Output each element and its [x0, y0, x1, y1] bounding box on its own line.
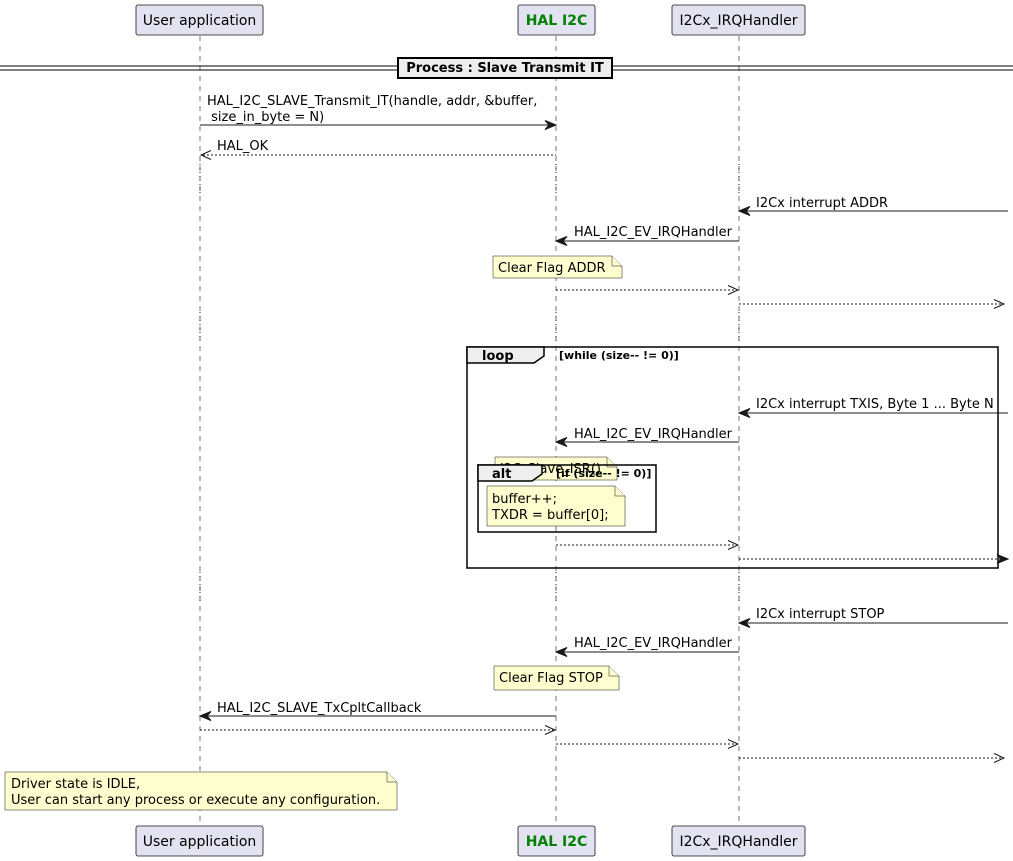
arrowhead [554, 437, 568, 447]
participant-user-application-top: User application [135, 4, 264, 36]
arrowhead [554, 647, 568, 657]
participant-hal-i2c-bottom: HAL I2C [517, 825, 596, 857]
loop-fragment: loop [while (size-- != 0)] [466, 346, 999, 569]
alt-guard: [if (size-- != 0)] [556, 467, 651, 480]
return-irq-to-external-3 [739, 753, 1006, 763]
message-irq-stop: I2Cx interrupt STOP [737, 607, 1008, 628]
participant-label: User application [143, 834, 257, 850]
participant-label: I2Cx_IRQHandler [679, 834, 797, 850]
note-text-line2: TXDR = buffer[0]; [491, 508, 609, 523]
note-clear-flag-addr: Clear Flag ADDR [492, 255, 623, 279]
message-hal-ok: HAL_OK [199, 139, 556, 160]
note-text-line1: Driver state is IDLE, [11, 777, 140, 792]
message-irq-txis: I2Cx interrupt TXIS, Byte 1 ... Byte N [737, 397, 1008, 418]
arrowhead [737, 618, 751, 628]
delay-gap [199, 572, 740, 604]
message-ev-irq-handler-2: HAL_I2C_EV_IRQHandler [554, 427, 739, 447]
message-label: I2Cx interrupt STOP [756, 607, 885, 622]
message-transmit-it: HAL_I2C_SLAVE_Transmit_IT(handle, addr, … [200, 94, 558, 130]
note-driver-idle: Driver state is IDLE, User can start any… [4, 771, 398, 811]
return-irq-to-external-2 [739, 554, 1010, 564]
process-divider: Process : Slave Transmit IT [0, 57, 1013, 79]
return-irq-to-external-1 [739, 299, 1006, 309]
delay-gap [199, 312, 740, 344]
message-label: HAL_OK [217, 139, 269, 154]
open-arrowhead [727, 285, 740, 295]
participant-label: I2Cx_IRQHandler [679, 13, 797, 29]
message-label: HAL_I2C_EV_IRQHandler [574, 427, 733, 442]
note-text-line1: buffer++; [492, 492, 557, 507]
message-irq-addr: I2Cx interrupt ADDR [737, 196, 1008, 216]
delay-gap [199, 164, 740, 195]
note-text: Clear Flag STOP [499, 671, 603, 686]
open-arrowhead [993, 299, 1006, 309]
message-ev-irq-handler-3: HAL_I2C_EV_IRQHandler [554, 636, 739, 657]
message-label-line2: size_in_byte = N) [207, 110, 324, 125]
message-label: HAL_I2C_EV_IRQHandler [574, 225, 733, 240]
note-text-line2: User can start any process or execute an… [11, 793, 380, 808]
open-arrowhead [727, 739, 740, 749]
divider-label: Process : Slave Transmit IT [406, 61, 604, 76]
participant-irq-handler-bottom: I2Cx_IRQHandler [671, 825, 806, 857]
open-arrowhead [199, 150, 212, 160]
participant-label: HAL I2C [526, 834, 588, 850]
note-buffer-txdr: buffer++; TXDR = buffer[0]; [486, 485, 626, 527]
alt-fragment: alt [if (size-- != 0)] [477, 464, 657, 533]
open-arrowhead [993, 753, 1006, 763]
participant-label: HAL I2C [526, 13, 588, 29]
participant-hal-i2c-top: HAL I2C [517, 4, 596, 36]
return-user-to-hal [200, 725, 557, 735]
arrowhead [737, 408, 751, 418]
participant-label: User application [143, 13, 257, 29]
note-text: Clear Flag ADDR [498, 261, 606, 276]
message-ev-irq-handler-1: HAL_I2C_EV_IRQHandler [554, 225, 739, 246]
arrowhead [996, 554, 1010, 564]
return-hal-to-irq-2 [556, 540, 740, 550]
participant-irq-handler-top: I2Cx_IRQHandler [671, 4, 806, 36]
message-label: I2Cx interrupt TXIS, Byte 1 ... Byte N [756, 397, 994, 412]
message-label: HAL_I2C_SLAVE_TxCpltCallback [217, 701, 422, 716]
return-hal-to-irq-3 [556, 739, 740, 749]
arrowhead [198, 711, 212, 721]
loop-keyword: loop [482, 349, 514, 364]
alt-keyword: alt [492, 467, 511, 482]
participant-user-application-bottom: User application [135, 825, 264, 857]
note-clear-flag-stop: Clear Flag STOP [493, 665, 620, 691]
return-hal-to-irq-1 [556, 285, 740, 295]
open-arrowhead [544, 725, 557, 735]
message-label: HAL_I2C_EV_IRQHandler [574, 636, 733, 651]
arrowhead [544, 120, 558, 130]
message-tx-cplt-callback: HAL_I2C_SLAVE_TxCpltCallback [198, 701, 556, 721]
open-arrowhead [727, 540, 740, 550]
message-label: I2Cx interrupt ADDR [756, 196, 888, 211]
arrowhead [737, 206, 751, 216]
message-label-line1: HAL_I2C_SLAVE_Transmit_IT(handle, addr, … [207, 94, 537, 109]
loop-guard: [while (size-- != 0)] [559, 349, 679, 362]
arrowhead [554, 236, 568, 246]
